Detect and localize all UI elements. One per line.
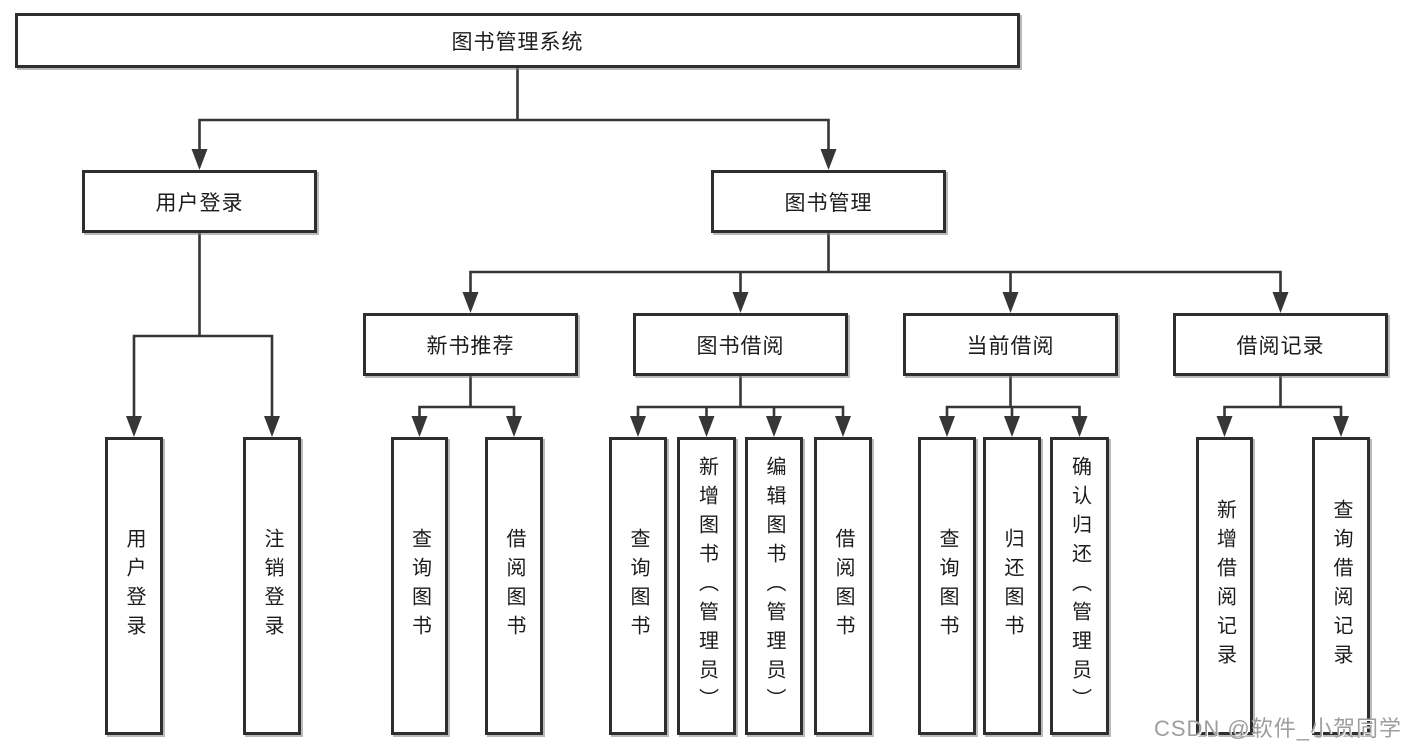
leaf-query-borrow-record: 查询借阅记录 bbox=[1312, 437, 1370, 735]
node-label: 归还图书 bbox=[1001, 528, 1023, 644]
node-label: 新增借阅记录 bbox=[1213, 499, 1236, 673]
node-label: 图书管理 bbox=[784, 191, 873, 215]
node-label: 用户登录 bbox=[155, 191, 244, 215]
node-current-borrowing: 当前借阅 bbox=[903, 313, 1118, 376]
leaf-edit-books-admin: 编辑图书（管理员） bbox=[745, 437, 803, 735]
node-label: 图书管理系统 bbox=[451, 30, 584, 54]
node-label: 编辑图书（管理员） bbox=[763, 455, 785, 717]
node-label: 借阅图书 bbox=[503, 528, 525, 644]
node-label: 新书推荐 bbox=[426, 334, 515, 358]
node-label: 图书借阅 bbox=[696, 334, 785, 358]
leaf-logout: 注销登录 bbox=[243, 437, 301, 735]
node-label: 查询图书 bbox=[408, 528, 431, 644]
node-label: 查询图书 bbox=[627, 528, 649, 644]
leaf-borrow-books: 借阅图书 bbox=[814, 437, 872, 735]
leaf-add-borrow-record: 新增借阅记录 bbox=[1196, 437, 1253, 735]
node-label: 确认归还（管理员） bbox=[1068, 455, 1091, 717]
csdn-watermark: CSDN @软件_小贺同学 bbox=[1153, 716, 1402, 741]
node-label: 查询图书 bbox=[936, 528, 958, 644]
node-new-book-recommendation: 新书推荐 bbox=[363, 313, 578, 376]
leaf-return-books: 归还图书 bbox=[983, 437, 1041, 735]
node-label: 新增图书（管理员） bbox=[695, 455, 718, 717]
leaf-user-login: 用户登录 bbox=[105, 437, 163, 735]
leaf-confirm-return-admin: 确认归还（管理员） bbox=[1050, 437, 1109, 735]
node-library-management-system: 图书管理系统 bbox=[15, 13, 1020, 68]
leaf-current-query-books: 查询图书 bbox=[918, 437, 976, 735]
node-borrowing-records: 借阅记录 bbox=[1173, 313, 1388, 376]
node-label: 查询借阅记录 bbox=[1330, 499, 1352, 673]
node-user-login: 用户登录 bbox=[82, 170, 317, 233]
node-label: 当前借阅 bbox=[966, 334, 1055, 358]
node-book-management: 图书管理 bbox=[711, 170, 946, 233]
node-label: 用户登录 bbox=[123, 528, 145, 644]
leaf-recommend-query-books: 查询图书 bbox=[391, 437, 448, 735]
leaf-recommend-borrow-books: 借阅图书 bbox=[485, 437, 543, 735]
node-label: 借阅图书 bbox=[832, 528, 854, 644]
node-label: 注销登录 bbox=[261, 528, 283, 644]
leaf-add-books-admin: 新增图书（管理员） bbox=[677, 437, 736, 735]
leaf-borrow-query-books: 查询图书 bbox=[609, 437, 667, 735]
node-book-borrowing: 图书借阅 bbox=[633, 313, 848, 376]
node-label: 借阅记录 bbox=[1236, 334, 1325, 358]
